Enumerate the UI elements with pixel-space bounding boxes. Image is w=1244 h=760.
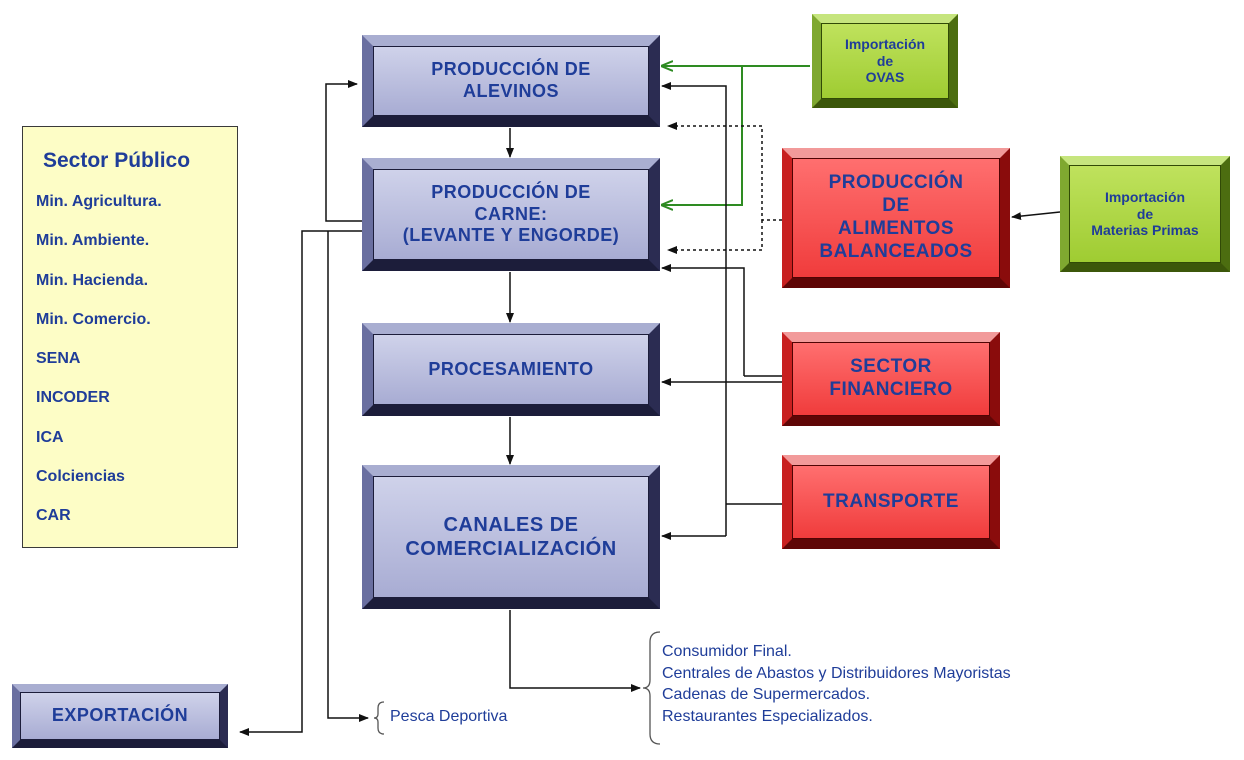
list-item: CAR — [36, 507, 71, 525]
arrow-carne-to-exportacion — [239, 230, 362, 736]
box-label: PRODUCCIÓN DE — [431, 182, 591, 203]
box-label: TRANSPORTE — [823, 490, 959, 512]
box-label: Importación — [844, 35, 926, 52]
list-item: Consumidor Final. — [662, 643, 792, 660]
pesca-deportiva-label: Pesca Deportiva — [390, 708, 508, 725]
box-procesamiento: PROCESAMIENTO — [362, 323, 660, 416]
box-label: OVAS — [865, 69, 905, 86]
box-label: SECTOR — [850, 356, 932, 378]
list-item: INCODER — [36, 389, 110, 407]
list-item: Centrales de Abastos y Distribuidores Ma… — [662, 664, 1011, 682]
brace-clients — [642, 631, 661, 745]
arrow-alimentos-to-alevinos — [667, 122, 782, 221]
arrow-materias-to-alimentos — [1011, 211, 1061, 221]
box-label: ALIMENTOS — [837, 218, 955, 239]
box-label: de — [876, 52, 894, 69]
box-label: Materias Primas — [1091, 222, 1199, 239]
box-label: de — [1136, 205, 1154, 222]
box-label: BALANCEADOS — [819, 240, 973, 262]
public-sector-panel: Sector Público Min. Agricultura. Min. Am… — [22, 126, 238, 548]
arrow-carne-to-alevinos — [325, 80, 362, 222]
arrow-canales-to-clients — [509, 610, 641, 692]
list-item: SENA — [36, 350, 81, 368]
arrow-ovas-to-carne — [662, 66, 743, 205]
list-item: Colciencias — [36, 468, 125, 486]
arrow-financiero-to-carne — [661, 264, 745, 376]
brace-pesca — [373, 701, 385, 735]
public-sector-title: Sector Público — [43, 149, 191, 172]
arrow-carne-to-pesca — [327, 231, 369, 722]
list-item: Min. Ambiente. — [36, 232, 150, 250]
box-label: Importación — [1104, 188, 1186, 205]
box-label: CARNE: — [474, 203, 548, 224]
box-label: FINANCIERO — [829, 379, 953, 400]
box-transporte: TRANSPORTE — [782, 455, 1000, 549]
clients-list: Consumidor Final. Centrales de Abastos y… — [662, 641, 1011, 727]
list-item: Min. Comercio. — [36, 310, 151, 328]
list-item: Restaurantes Especializados. — [662, 707, 873, 725]
box-label: DE — [882, 195, 910, 217]
box-label: EXPORTACIÓN — [51, 705, 189, 726]
list-item: Cadenas de Supermercados. — [662, 686, 871, 703]
box-label: PRODUCCIÓN — [828, 172, 964, 194]
box-label: CANALES DE — [443, 514, 579, 536]
public-sector-list: Min. Agricultura. Min. Ambiente. Min. Ha… — [36, 192, 162, 546]
box-label: COMERCIALIZACIÓN — [405, 538, 617, 560]
box-label: PROCESAMIENTO — [428, 358, 594, 379]
list-item: ICA — [36, 428, 64, 446]
list-item: Min. Hacienda. — [36, 271, 149, 289]
arrow-alimentos-to-carne — [667, 220, 763, 254]
box-label: (LEVANTE Y ENGORDE) — [402, 225, 620, 246]
box-exportacion: EXPORTACIÓN — [12, 684, 228, 748]
box-label: PRODUCCIÓN DE — [431, 59, 591, 80]
list-item: Min. Agricultura. — [36, 193, 162, 210]
box-label: ALEVINOS — [462, 81, 559, 101]
